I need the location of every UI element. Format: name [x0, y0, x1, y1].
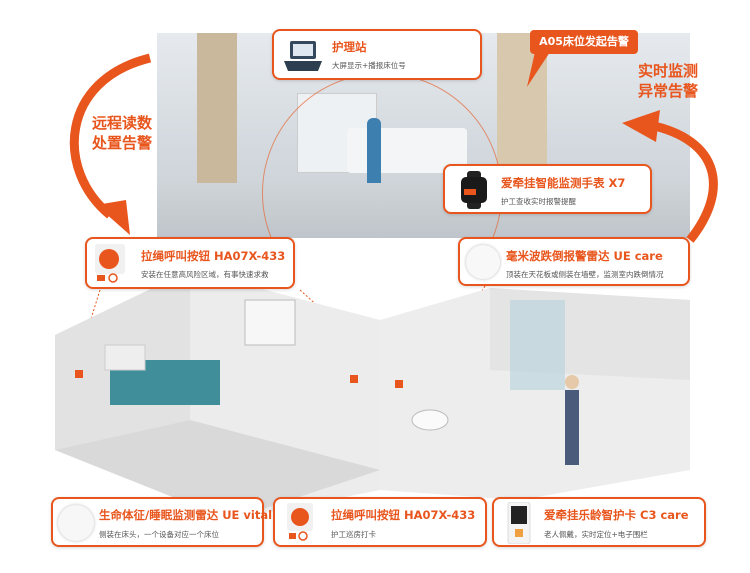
badge-card-icon — [507, 502, 531, 544]
nurse-station-card[interactable]: 护理站 大屏显示+播报床位号 — [272, 29, 482, 80]
vital-radar-card[interactable]: 生命体征/睡眠监测雷达 UE vital 侧装在床头，一个设备对应一个床位 — [51, 497, 272, 547]
left-arrowhead — [96, 200, 130, 235]
card-title: 爱牵挂乐龄智护卡 C3 care — [544, 508, 689, 522]
card-desc: 护工查收实时报警提醒 — [501, 197, 576, 206]
radar-icon — [466, 245, 500, 279]
left-curved-arrow — [69, 53, 152, 219]
card-desc: 护工巡房打卡 — [331, 530, 376, 539]
realtime-monitor-label: 实时监测 异常告警 — [634, 61, 702, 101]
radar-icon — [58, 505, 94, 541]
card-desc: 老人佩戴，实时定位+电子围栏 — [544, 530, 648, 539]
care-card-card[interactable]: 爱牵挂乐龄智护卡 C3 care 老人佩戴，实时定位+电子围栏 — [492, 497, 706, 547]
laptop-icon — [284, 41, 322, 71]
right-arrowhead — [622, 110, 660, 142]
card-desc: 安装在任意高风险区域，有事快速求救 — [141, 270, 269, 279]
call-button-icon — [287, 503, 313, 541]
right-curved-arrow — [649, 120, 718, 243]
smartwatch-card[interactable]: 爱牵挂智能监测手表 X7 护工查收实时报警提醒 — [443, 164, 652, 214]
card-title: 护理站 — [332, 40, 367, 54]
call-button-patrol-card[interactable]: 拉绳呼叫按钮 HA07X-433 护工巡房打卡 — [273, 497, 487, 547]
card-title: 拉绳呼叫按钮 HA07X-433 — [331, 508, 476, 522]
fall-radar-card[interactable]: 毫米波跌倒报警雷达 UE care 顶装在天花板或侧装在墙壁，监测室内跌倒情况 — [458, 237, 690, 286]
smartwatch-icon — [461, 171, 487, 209]
side-label-line: 处置告警 — [91, 134, 152, 152]
card-desc: 顶装在天花板或侧装在墙壁，监测室内跌倒情况 — [506, 270, 664, 279]
card-title: 爱牵挂智能监测手表 X7 — [501, 176, 626, 190]
side-label-line: 异常告警 — [637, 82, 698, 100]
callout-tail — [527, 52, 550, 87]
card-desc: 侧装在床头，一个设备对应一个床位 — [99, 530, 219, 539]
side-label-line: 远程读数 — [91, 114, 152, 132]
call-button-icon — [95, 244, 125, 283]
card-title: 毫米波跌倒报警雷达 UE care — [506, 249, 663, 263]
call-button-card[interactable]: 拉绳呼叫按钮 HA07X-433 安装在任意高风险区域，有事快速求救 — [85, 237, 295, 289]
card-title: 生命体征/睡眠监测雷达 UE vital — [99, 508, 273, 522]
card-title: 拉绳呼叫按钮 HA07X-433 — [141, 249, 286, 263]
side-label-line: 实时监测 — [637, 62, 698, 80]
remote-handling-label: 远程读数 处置告警 — [88, 113, 156, 153]
bed-alert-callout: A05床位发起告警 — [530, 30, 638, 54]
card-desc: 大屏显示+播报床位号 — [332, 61, 406, 70]
